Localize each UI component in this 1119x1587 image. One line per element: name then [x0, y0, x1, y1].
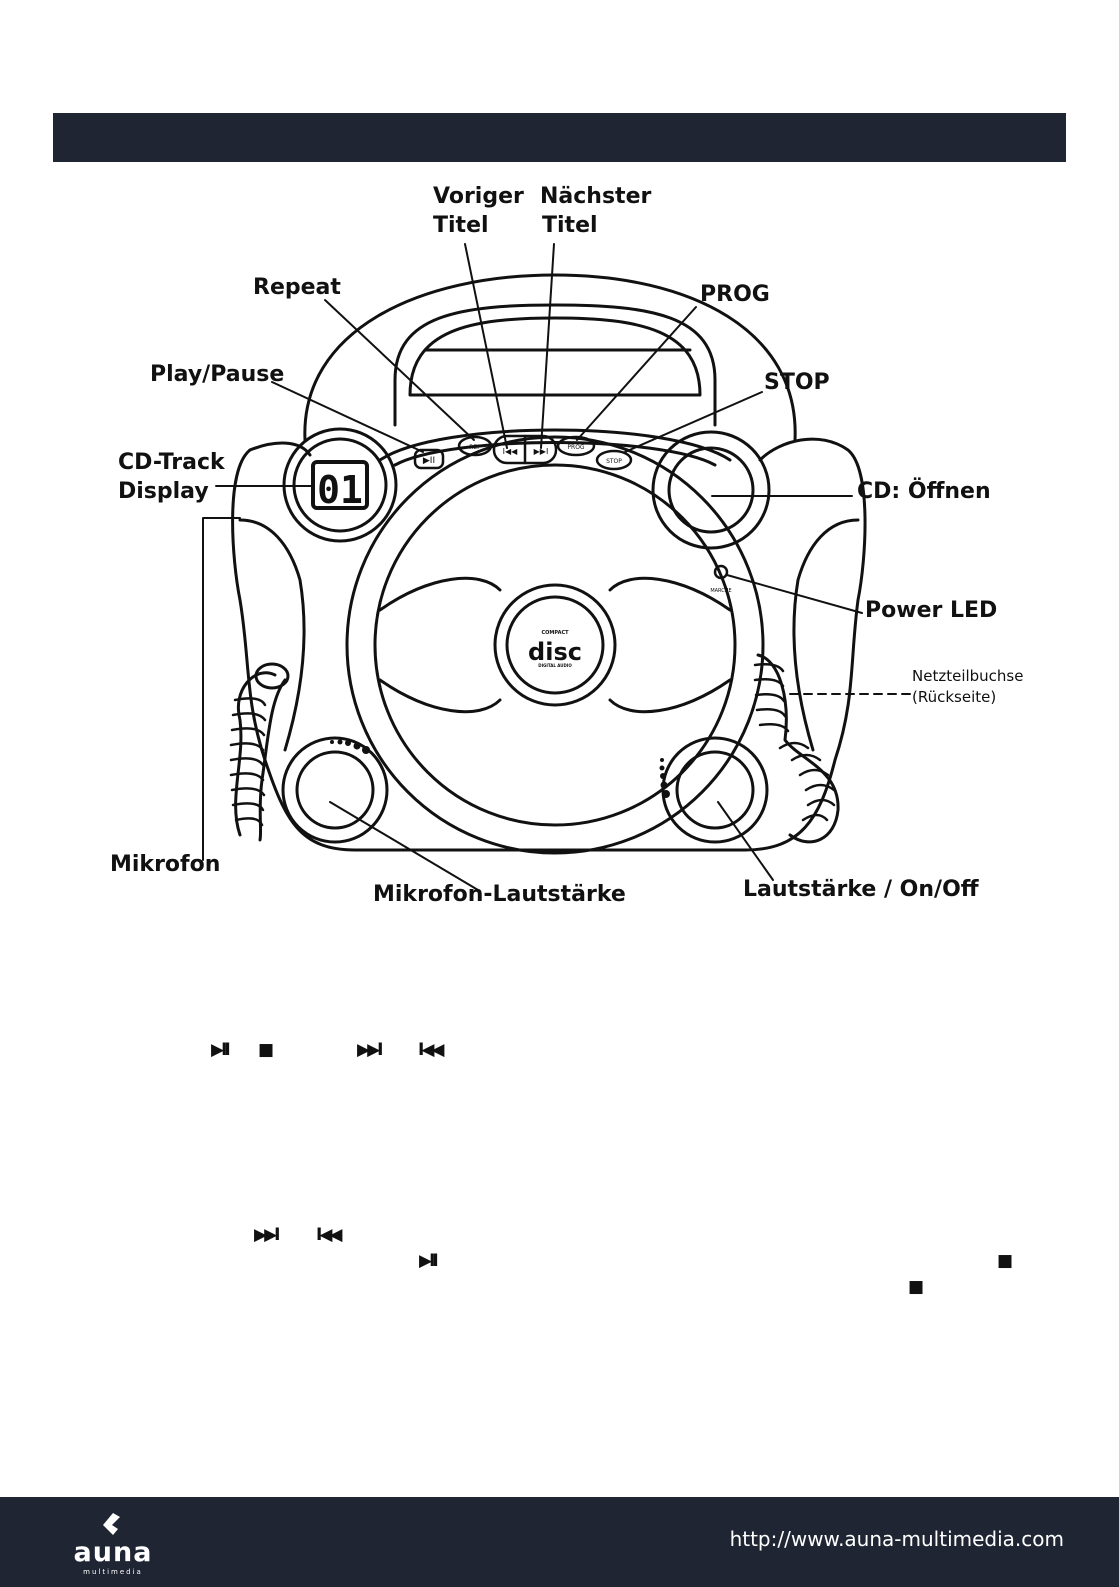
- stop-button: [595, 449, 633, 471]
- play-pause-symbol: ▶II: [419, 1251, 439, 1271]
- display-digits: 01: [317, 468, 363, 512]
- disc-logo-main: disc: [528, 638, 582, 666]
- label-mikrofon: Mikrofon: [110, 852, 221, 877]
- logo-subtext: multimedia: [83, 1568, 143, 1576]
- logo-mark-icon: [103, 1513, 120, 1535]
- repeat-button-label: REP: [469, 444, 481, 451]
- label-power-led: Power LED: [865, 598, 998, 623]
- handle-inner: [393, 303, 717, 427]
- label-prev-title-line2: Titel: [433, 213, 489, 238]
- cd-open-button: [667, 446, 755, 534]
- mic-volume-knob: [295, 750, 375, 830]
- prog-button-label: PROG: [567, 444, 585, 451]
- disc-logo-top: COMPACT: [541, 630, 569, 636]
- stop-symbol: ■: [908, 1277, 924, 1297]
- label-cd-open: CD: Öffnen: [857, 479, 991, 504]
- label-prog: PROG: [700, 282, 770, 307]
- label-mikrofon-lautstaerke: Mikrofon-Lautstärke: [373, 882, 626, 907]
- handle-outer: [303, 273, 797, 442]
- mic-volume-knob-ring: [281, 736, 389, 844]
- next-symbol: ▶▶I: [254, 1225, 281, 1245]
- stop-button-label: STOP: [606, 458, 622, 465]
- disc-logo-bottom: DIGITAL AUDIO: [538, 663, 572, 668]
- label-prev-title-line1: Voriger: [433, 184, 524, 209]
- prev-symbol: I◀◀: [316, 1225, 343, 1245]
- label-play-pause: Play/Pause: [150, 362, 285, 387]
- header-bar: [53, 113, 1066, 162]
- power-led: [713, 564, 729, 580]
- cd-open-ring: [651, 430, 771, 550]
- stop-symbol: ■: [258, 1040, 274, 1060]
- label-cd-track-line1: CD-Track: [118, 450, 225, 475]
- label-next-title-line2: Titel: [542, 213, 598, 238]
- volume-knob: [675, 750, 755, 830]
- label-netzteil-line2: (Rückseite): [912, 688, 997, 706]
- label-lautstaerke: Lautstärke / On/Off: [743, 877, 979, 902]
- play-pause-button-icon: ▶II: [423, 456, 435, 466]
- label-netzteil-line1: Netzteilbuchse: [912, 667, 1024, 685]
- footer: auna multimedia http://www.auna-multimed…: [0, 1497, 1119, 1587]
- cd-spindle-ring: [493, 583, 617, 707]
- label-next-title-line1: Nächster: [540, 184, 652, 209]
- prev-symbol: I◀◀: [418, 1040, 445, 1060]
- cd-lid: [373, 463, 737, 827]
- logo-text: auna: [73, 1537, 153, 1568]
- brand-logo[interactable]: auna multimedia: [58, 1513, 168, 1576]
- footer-url[interactable]: http://www.auna-multimedia.com: [729, 1527, 1064, 1551]
- repeat-button: [457, 435, 493, 457]
- cd-player-illustration: 01 ▶II REP I◀◀ ▶▶I PROG STOP COMPACT dis…: [202, 243, 911, 891]
- play-pause-button: [413, 448, 445, 470]
- play-pause-symbol: ▶II: [211, 1040, 231, 1060]
- power-led-marking: MARCHE: [710, 588, 731, 594]
- prev-button-icon: I◀◀: [503, 447, 519, 456]
- label-repeat: Repeat: [253, 275, 341, 300]
- next-symbol: ▶▶I: [357, 1040, 384, 1060]
- handle-slot: [408, 316, 702, 397]
- label-stop: STOP: [764, 370, 830, 395]
- cd-lid-outer: [345, 435, 765, 855]
- next-button-icon: ▶▶I: [534, 447, 549, 456]
- volume-knob-ring: [661, 736, 769, 844]
- prog-button: [556, 435, 596, 457]
- label-cd-track-line2: Display: [118, 479, 209, 504]
- stop-symbol: ■: [997, 1251, 1013, 1271]
- device-diagram: 01 ▶II REP I◀◀ ▶▶I PROG STOP COMPACT dis…: [0, 180, 1119, 940]
